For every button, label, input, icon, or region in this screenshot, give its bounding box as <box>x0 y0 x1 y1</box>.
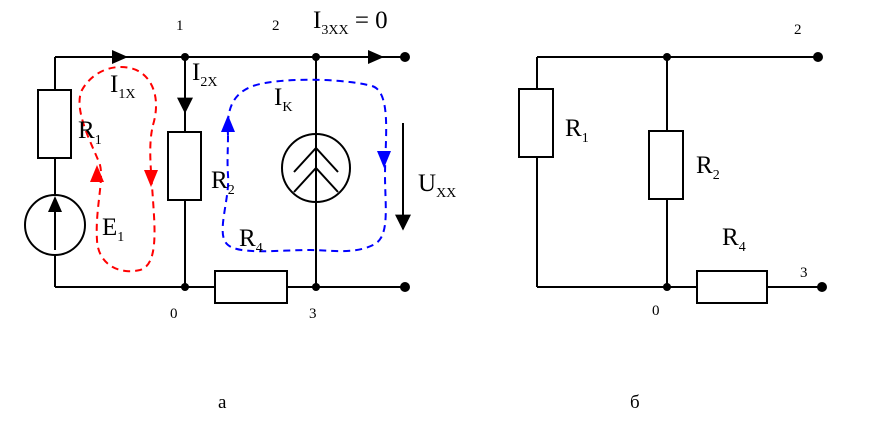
loop-right-arrow-up <box>221 115 235 132</box>
node-3-dot <box>312 283 320 291</box>
resistor-r1-a <box>37 89 72 159</box>
resistor-r4-a <box>214 270 288 304</box>
labels-b: 2 3 0 R1 R2 R4 б <box>565 22 808 413</box>
top-current-arrow-head <box>112 50 128 64</box>
r1-label-a: R1 <box>78 117 102 148</box>
b-node-0-label: 0 <box>652 303 660 319</box>
terminal-top-a <box>400 52 410 62</box>
cs-chevron-lower <box>293 166 339 193</box>
caption-b: б <box>630 392 640 413</box>
node-1-label: 1 <box>176 18 184 34</box>
i3xx-label: I3XX = 0 <box>313 7 388 38</box>
resistor-r4-b <box>696 270 768 304</box>
uxx-label: UXX <box>418 170 456 201</box>
diagram-a <box>24 56 411 304</box>
b-node-3-label: 3 <box>800 265 808 281</box>
diagram-a-filled <box>48 50 410 292</box>
node-2-dot <box>312 53 320 61</box>
r4-label-a: R4 <box>239 225 263 256</box>
r1-label-b: R1 <box>565 115 589 146</box>
terminal-2-b <box>813 52 823 62</box>
b-node-2-label: 2 <box>794 22 802 38</box>
node-2-label: 2 <box>272 18 280 34</box>
e1-arrow-head <box>48 196 62 212</box>
e1-label: E1 <box>102 214 124 245</box>
r2-label-b: R2 <box>696 152 720 183</box>
diagram-b <box>518 56 822 304</box>
diagram-b-filled <box>663 52 827 292</box>
node-3-label: 3 <box>309 306 317 322</box>
node-0-dot <box>181 283 189 291</box>
loop-left-arrow-up <box>90 165 104 182</box>
terminal-3-b <box>817 282 827 292</box>
b-node-0-dot <box>663 283 671 291</box>
r2-label-a: R2 <box>211 167 235 198</box>
terminal-bottom-a <box>400 282 410 292</box>
ik-label: IK <box>274 84 292 115</box>
node-0-label: 0 <box>170 306 178 322</box>
i3xx-arrow-head <box>368 50 384 64</box>
r4-label-b: R4 <box>722 224 746 255</box>
loop-right-path <box>221 78 388 253</box>
loop-left-i1x <box>78 66 158 273</box>
resistor-r1-b <box>518 88 554 158</box>
b-node-top <box>663 53 671 61</box>
loop-left-path <box>78 66 158 273</box>
loop-right-arrow-down <box>377 151 391 168</box>
resistor-r2-b <box>648 130 684 200</box>
i2x-label: I2X <box>192 59 217 90</box>
caption-a: а <box>218 392 227 413</box>
loop-left-arrow-down <box>144 170 158 187</box>
labels-a: 1 2 0 3 R1 R2 R4 E1 I1X I2X IK I3XX = 0 … <box>78 7 456 413</box>
i1x-label: I1X <box>110 71 135 102</box>
cs-chevron-upper <box>293 146 339 173</box>
node-1-dot <box>181 53 189 61</box>
resistor-r2-a <box>167 131 202 201</box>
loop-right-ik <box>221 78 391 253</box>
